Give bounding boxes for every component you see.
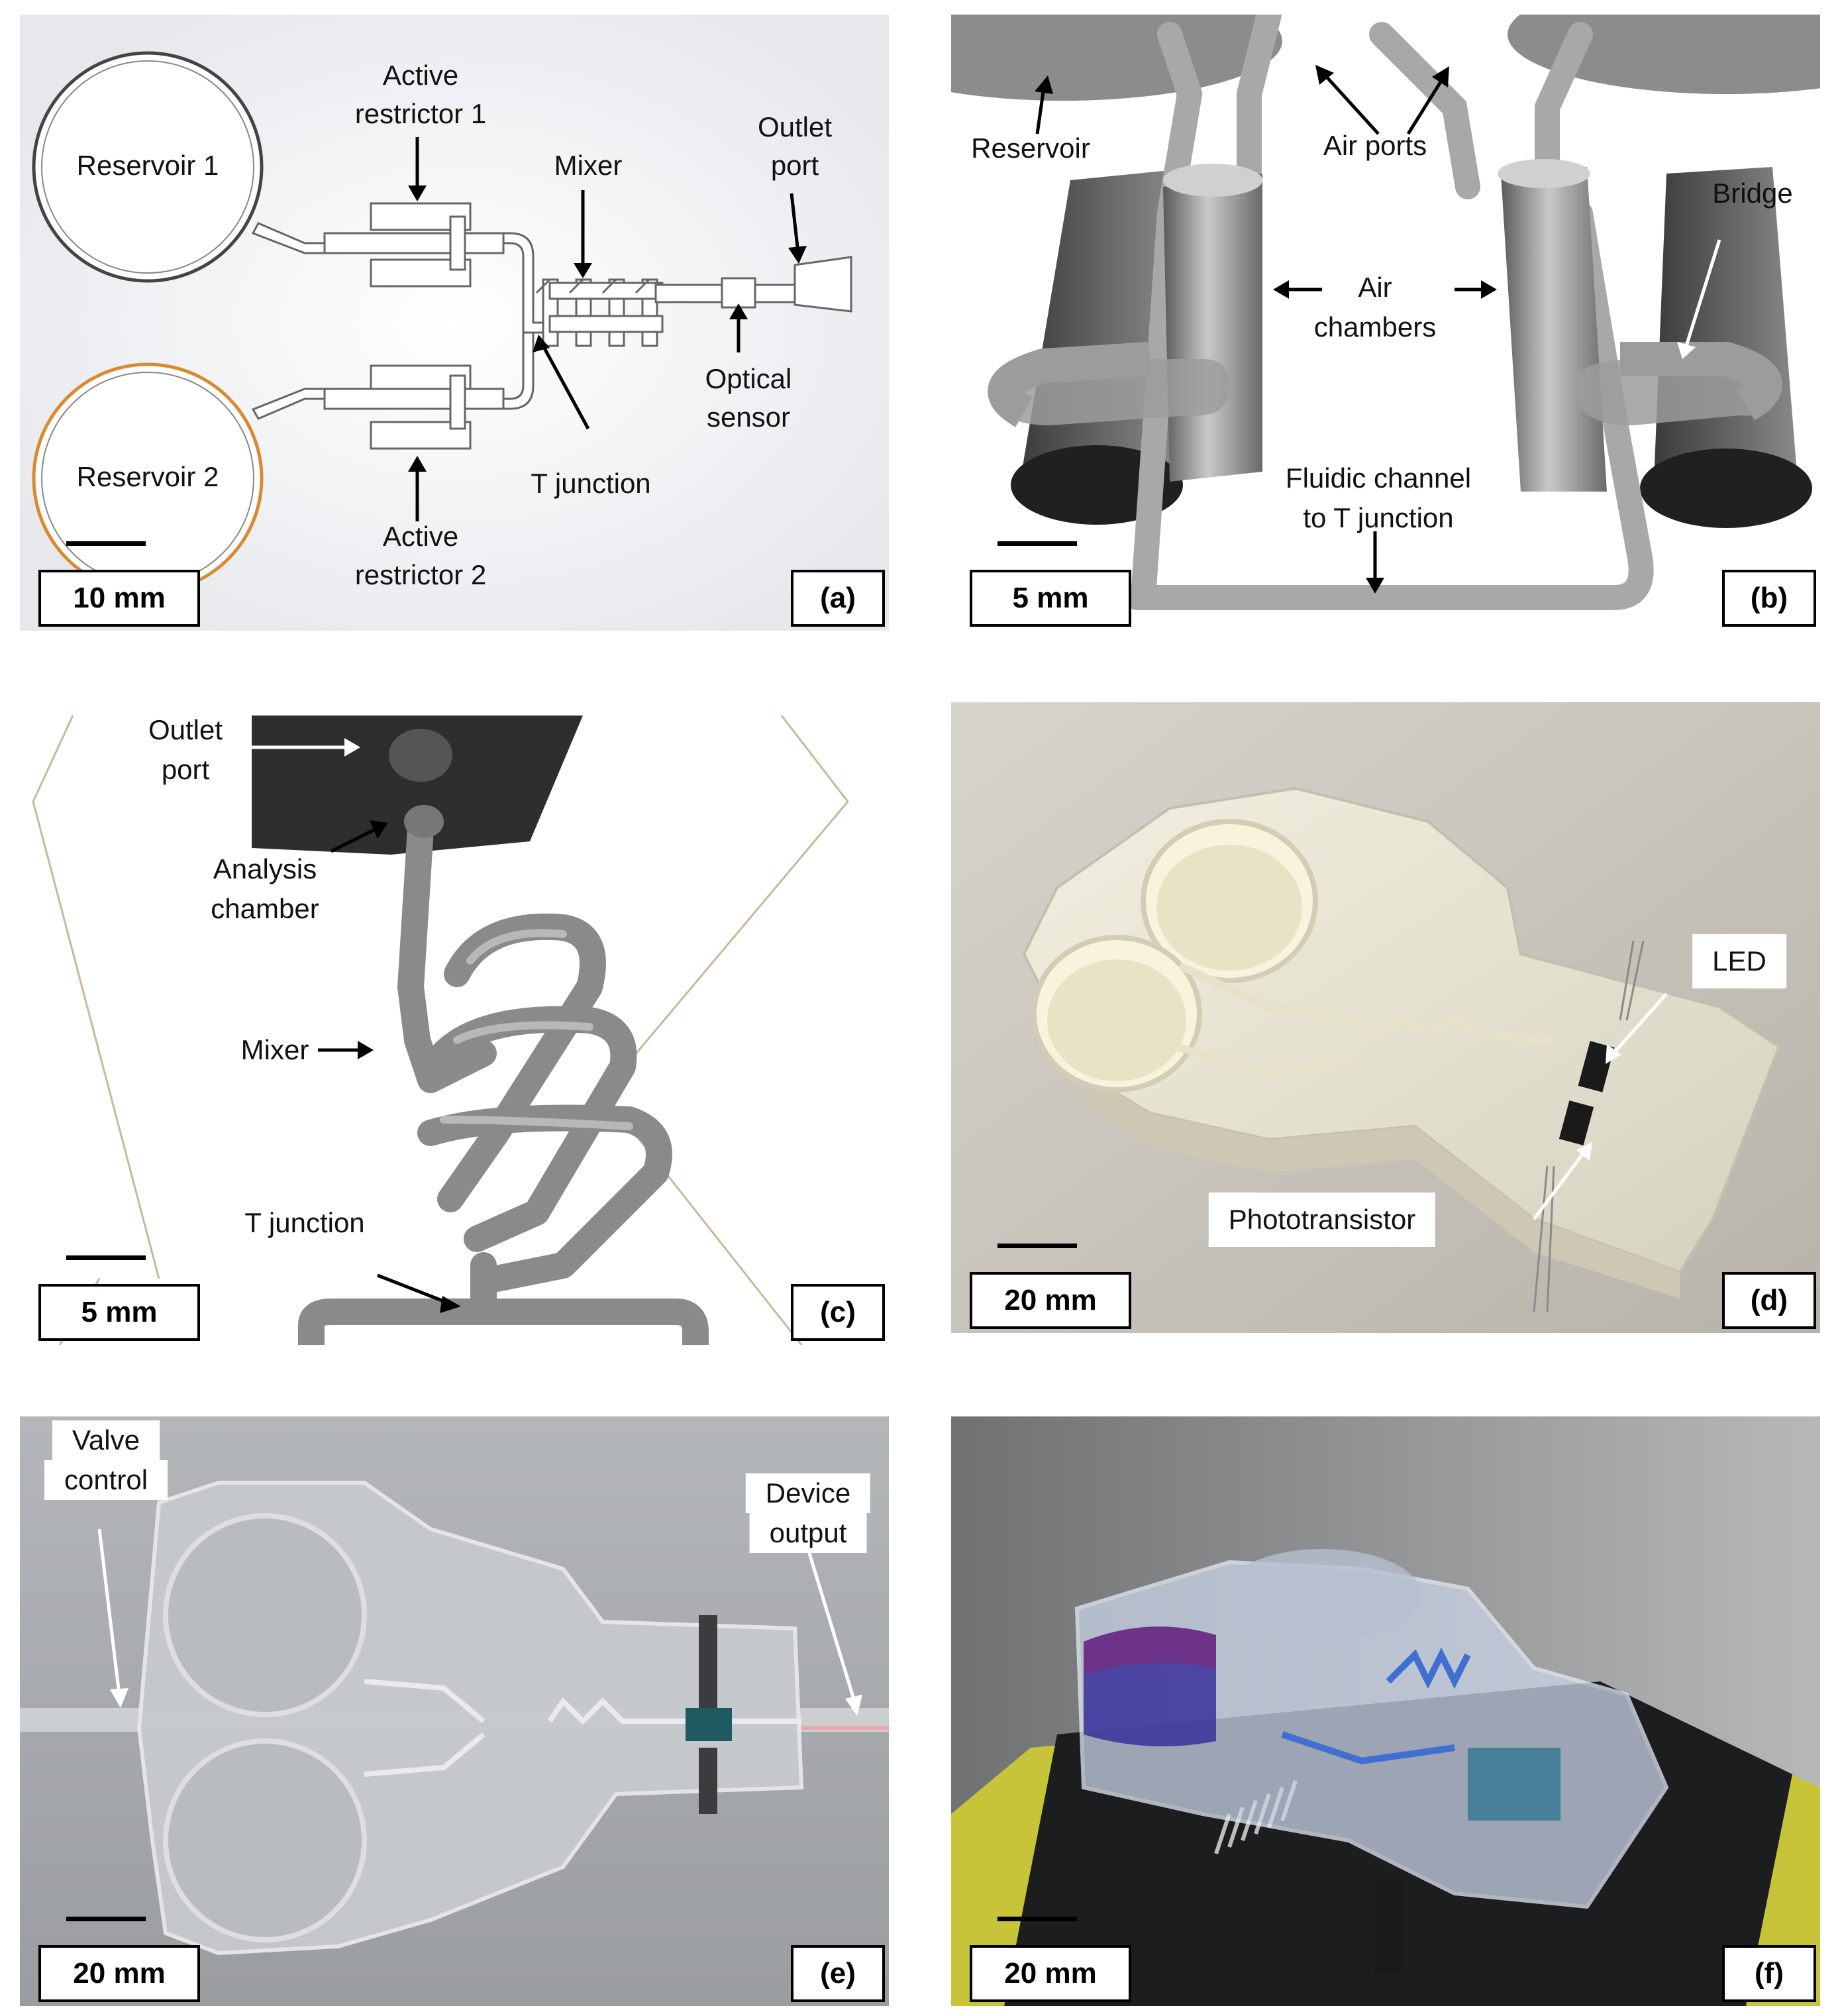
panel-id: (e) [791,1945,885,2002]
scale-bar [66,1917,146,1921]
scale-bar [66,541,146,546]
panel-b-render [951,15,1820,610]
label-outlet-port-line1: Outlet [148,714,223,745]
label-reservoir-2: Reservoir 2 [76,461,219,492]
panel-a: Reservoir 1 Reservoir 2 Active restricto… [20,15,889,631]
label-outlet-port-line2: port [770,150,819,181]
label-phototransistor: Phototransistor [1208,1193,1436,1247]
label-active-restrictor-2-line2: restrictor 2 [354,559,487,590]
label-device-output-line2: output [749,1513,867,1553]
label-t-junction: T junction [244,1207,365,1238]
scale-label: 5 mm [970,570,1131,627]
label-outlet-port-line2: port [161,754,210,785]
label-active-restrictor-1-line1: Active [382,60,459,91]
scale-label: 5 mm [38,1284,200,1341]
label-t-junction: T junction [531,468,651,499]
scale-bar [997,1917,1077,1921]
label-bridge: Bridge [1712,178,1793,209]
panel-id: (c) [791,1284,885,1341]
label-device-output-line1: Device [745,1473,871,1513]
scale-label: 20 mm [970,1272,1131,1329]
panel-c: Outlet port Analysis chamber Mixer T jun… [20,709,889,1345]
label-analysis-chamber-line2: chamber [211,893,319,924]
panel-id: (b) [1722,570,1816,627]
panel-a-arrows [408,137,807,521]
label-analysis-chamber-line1: Analysis [213,853,317,884]
panel-id: (d) [1722,1272,1816,1329]
label-led: LED [1692,934,1786,988]
label-air-ports: Air ports [1323,130,1427,161]
panel-f: 20 mm (f) [951,1416,1820,2006]
panel-e-photo [20,1416,889,2006]
label-mixer: Mixer [554,150,623,181]
scale-label: 20 mm [38,1945,200,2002]
label-valve-control-line1: Valve [52,1420,160,1460]
label-air-chambers-line2: chambers [1313,311,1437,343]
scale-label: 10 mm [38,570,200,627]
scale-label: 20 mm [970,1945,1131,2002]
label-air-chambers-line1: Air [1358,272,1392,303]
label-active-restrictor-1-line2: restrictor 1 [354,98,487,129]
panel-e: Valve control Device output 20 mm (e) [20,1416,889,2006]
panel-id: (f) [1722,1945,1816,2002]
panel-b-arrows [1035,65,1721,594]
scale-bar [66,1255,146,1260]
label-valve-control-line2: control [44,1460,168,1500]
panel-e-arrows [97,1528,862,1716]
panel-b: Reservoir Air ports Bridge Air chambers … [951,15,1820,631]
panel-c-render [32,715,849,1345]
label-fluidic-channel-line1: Fluidic channel [1285,462,1472,494]
panel-a-schematic [20,15,889,631]
panel-d-arrows [1533,992,1668,1220]
label-reservoir-1: Reservoir 1 [76,150,219,181]
panel-c-arrows [238,738,461,1313]
label-fluidic-channel-line2: to T junction [1303,502,1454,533]
label-optical-sensor-line1: Optical [705,363,792,394]
label-reservoir: Reservoir [971,133,1090,164]
label-active-restrictor-2-line1: Active [382,521,459,552]
label-optical-sensor-line2: sensor [706,401,791,433]
panel-id: (a) [791,570,885,627]
panel-f-photo [951,1416,1820,2006]
channel-network [251,202,852,450]
scale-bar [997,541,1077,546]
label-mixer: Mixer [240,1034,309,1065]
label-outlet-port-line1: Outlet [757,111,833,142]
scale-bar [997,1244,1077,1248]
panel-d: LED Phototransistor 20 mm (d) [951,702,1820,1333]
reservoir-1-shape [32,51,264,283]
